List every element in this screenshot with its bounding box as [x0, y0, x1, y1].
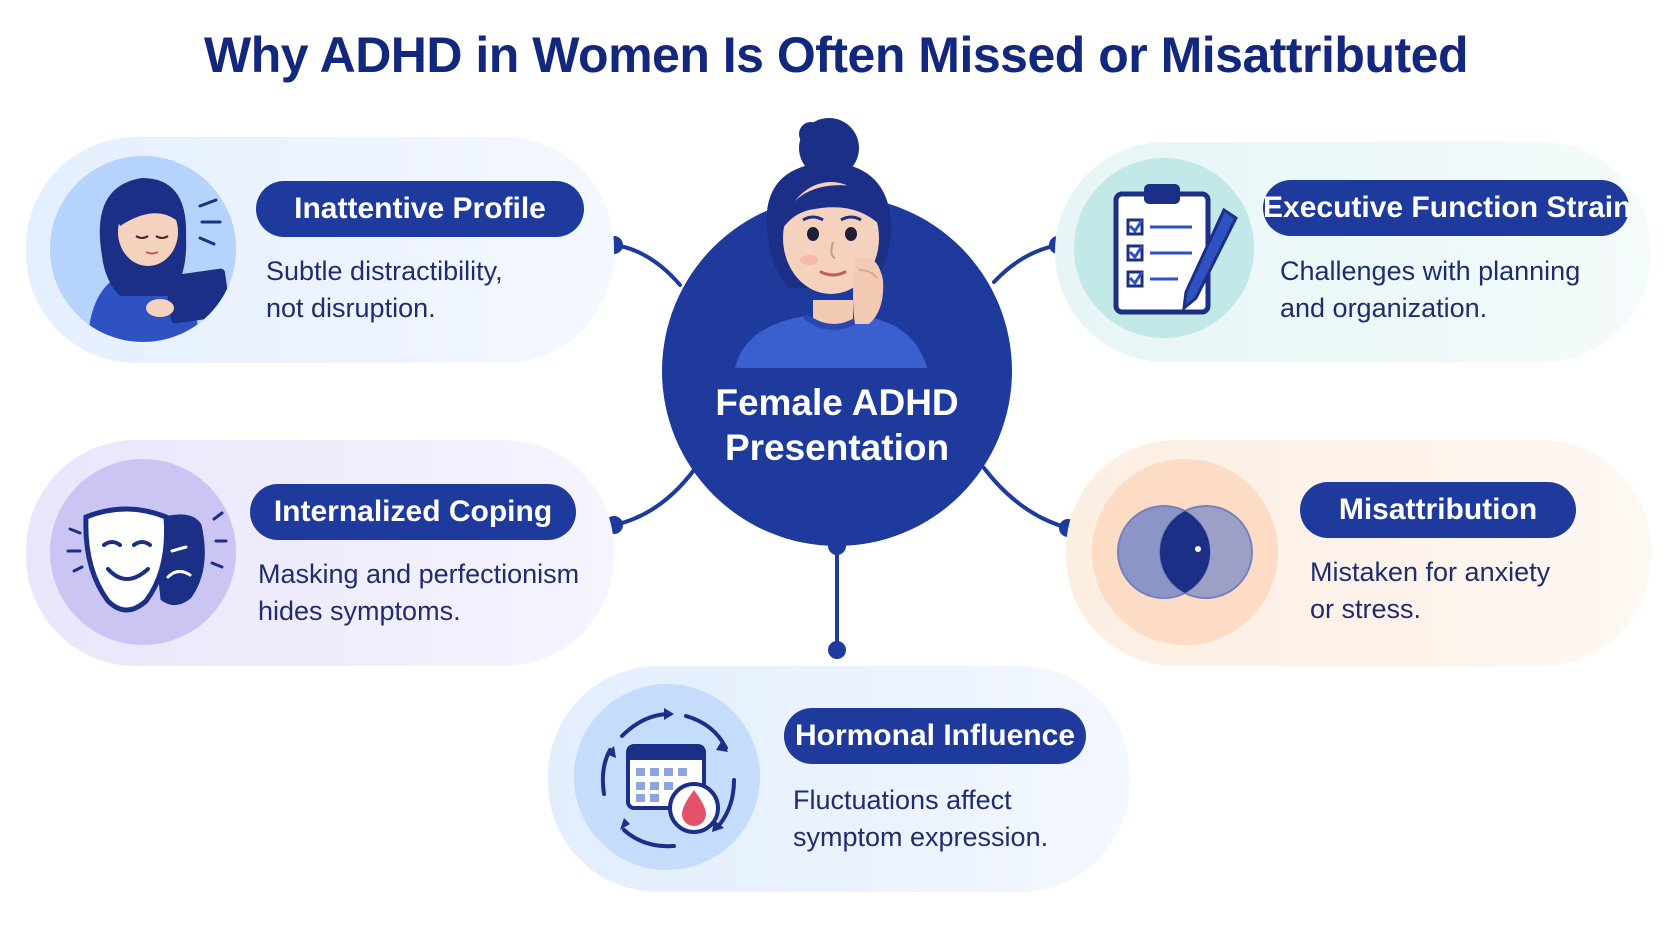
center-node-label: Female ADHD Presentation [715, 382, 959, 468]
node-misattribution-title: Misattribution [1300, 482, 1576, 538]
page-title: Why ADHD in Women Is Often Missed or Mis… [204, 27, 1468, 83]
connector-internalized [612, 468, 696, 527]
thinking-woman-icon [735, 118, 927, 368]
connector-misattribution [982, 466, 1070, 530]
woman-studying-laptop-icon [50, 156, 236, 342]
calendar-cycle-icon [574, 684, 760, 870]
node-executive-title: Executive Function Strain [1263, 180, 1631, 236]
node-inattentive-description: Subtle distractibility, not disruption. [266, 256, 503, 323]
clipboard-checklist-icon [1074, 158, 1254, 338]
node-misattribution-description: Mistaken for anxiety or stress. [1310, 557, 1551, 624]
node-inattentive-title: Inattentive Profile [256, 181, 584, 237]
node-hormonal-title: Hormonal Influence [784, 708, 1086, 764]
theater-masks-icon [50, 459, 236, 645]
overlapping-circles-icon [1092, 459, 1278, 645]
connector-inattentive [612, 243, 682, 287]
node-executive-description: Challenges with planning and organizatio… [1280, 256, 1581, 323]
node-hormonal-description: Fluctuations affect symptom expression. [793, 785, 1049, 852]
node-internalized-description: Masking and perfectionism hides symptoms… [258, 559, 580, 626]
connector-executive [992, 243, 1060, 284]
node-internalized-title: Internalized Coping [250, 484, 576, 540]
connector-dot-hormonal-bottom [828, 641, 846, 659]
